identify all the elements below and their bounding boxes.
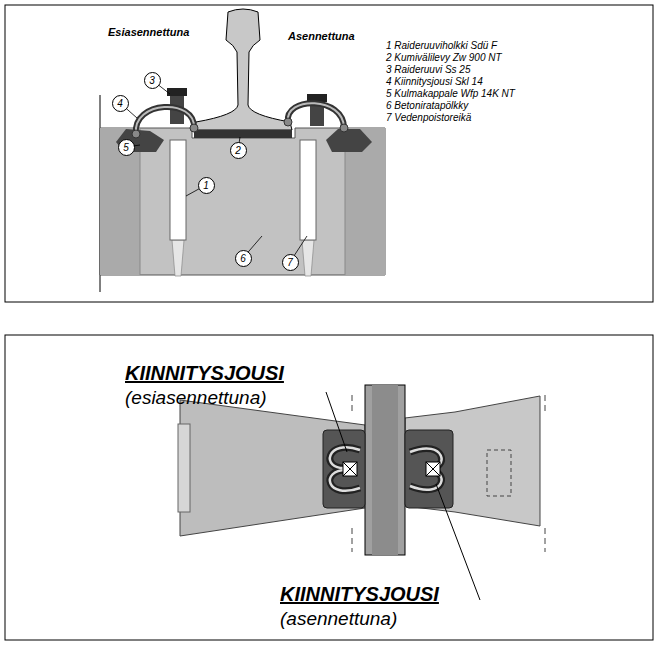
angle-guide-plate [405, 430, 453, 508]
callout-title: KIINNITYSJOUSI [280, 583, 439, 606]
tension-clamp [136, 107, 194, 134]
rail-dowel [170, 140, 186, 240]
rail-dowel [300, 140, 316, 240]
callout-circle: 7 [282, 254, 299, 271]
view-heading: Asennettuna [288, 30, 355, 43]
drain-hole [487, 450, 511, 496]
view-heading: Esiasennettuna [108, 26, 189, 39]
concrete-sleeper [100, 128, 385, 275]
sleeper-top-view [180, 400, 365, 536]
callout-title: KIINNITYSJOUSI [125, 362, 284, 385]
part-list-item: 2 Kumivälilevy Zw 900 NT [386, 52, 502, 64]
sleeper-end [178, 424, 190, 512]
screw-head [167, 88, 187, 96]
dowel-tail [172, 240, 184, 276]
tension-clamp [288, 103, 344, 128]
rail [194, 9, 292, 130]
callout-number: 2 [230, 145, 247, 156]
callout-number: 3 [144, 75, 161, 86]
leader-lines [326, 392, 480, 600]
callout-circle: 6 [235, 250, 252, 267]
screw-head-top [343, 462, 440, 476]
callout-subtitle: (esiasennettuna) [125, 387, 267, 409]
angle-guide-plate [323, 430, 365, 508]
callout-number: 4 [112, 98, 129, 109]
rail-head [372, 385, 398, 555]
dowel-tail [302, 240, 314, 276]
callout-number: 7 [282, 257, 299, 268]
callout-circle: 5 [118, 139, 135, 156]
part-list-item: 6 Betoniratapölkky [386, 100, 468, 112]
angle-guide-plate [326, 129, 372, 152]
callout-circle: 1 [198, 177, 215, 194]
tension-clamp-highlight [136, 107, 194, 134]
callout-number: 5 [118, 142, 135, 153]
tension-clamp-highlight [288, 103, 344, 128]
part-list-item: 1 Raideruuviholkki Sdü F [386, 40, 497, 52]
clamp-end [284, 118, 292, 126]
tension-clamp-top [330, 447, 442, 491]
callout-circle: 2 [230, 142, 247, 159]
clamp-end [132, 130, 140, 138]
panel-frame [5, 5, 653, 302]
rubber-pad [194, 130, 292, 138]
part-list-item: 7 Vedenpoistoreikä [386, 112, 471, 124]
leader-lines [120, 80, 307, 262]
callout-number: 6 [235, 253, 252, 264]
panel-frame [5, 335, 653, 640]
clamp-end [190, 124, 198, 132]
part-list-item: 5 Kulmakappale Wfp 14K NT [386, 88, 515, 100]
clamp-end [340, 124, 348, 132]
callout-number: 1 [198, 180, 215, 191]
callout-circle: 4 [112, 95, 129, 112]
part-list-item: 4 Kiinnitysjousi Skl 14 [386, 76, 483, 88]
sleeper-top-view [405, 396, 540, 526]
callout-circle: 3 [144, 72, 161, 89]
part-list-item: 3 Raideruuvi Ss 25 [386, 64, 471, 76]
callout-subtitle: (asennettuna) [280, 608, 397, 630]
rail-top-view [365, 385, 405, 555]
